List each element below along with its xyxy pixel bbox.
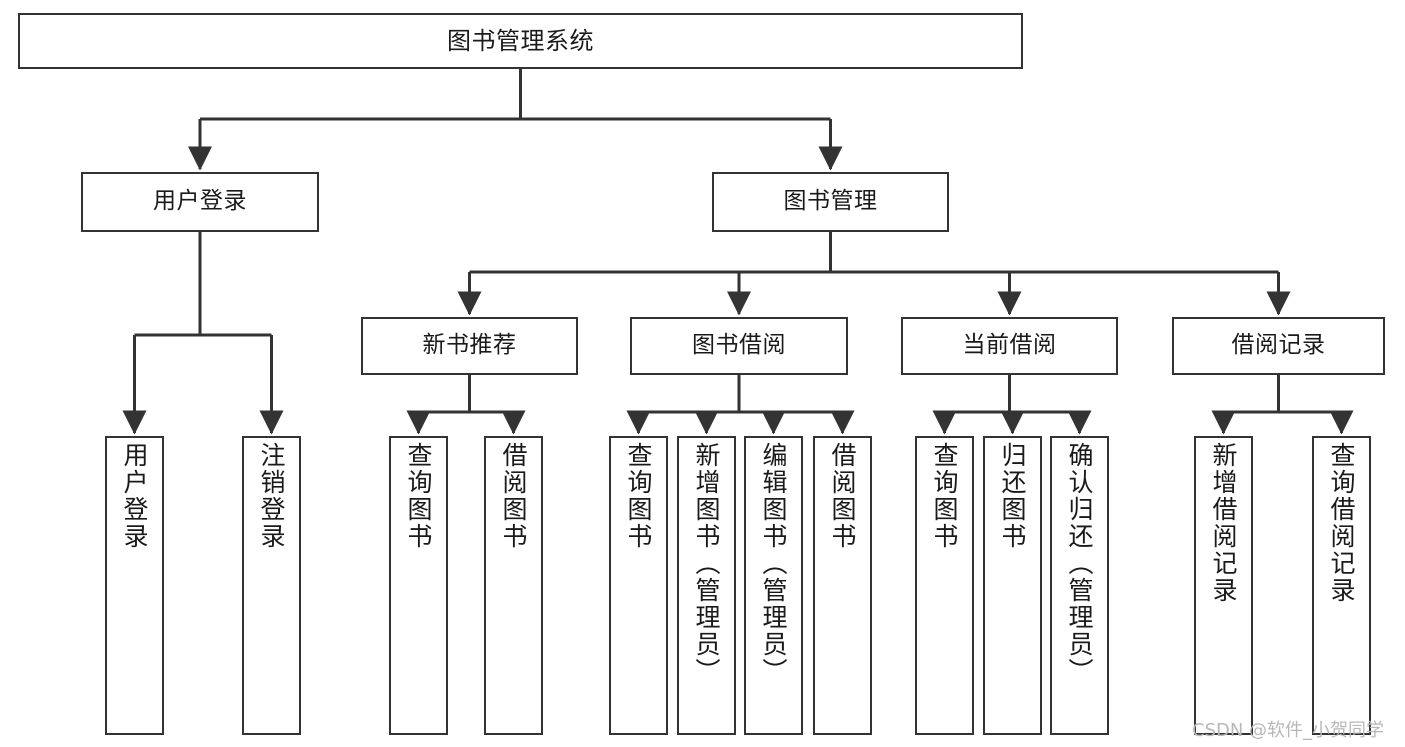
node-label: 新增借阅记录 — [1209, 442, 1238, 604]
node-leaf-add-borrow-record[interactable]: 新增借阅记录 — [1194, 436, 1253, 735]
node-leaf-edit-book-admin[interactable]: 编辑图书（管理员） — [744, 436, 803, 735]
node-label: 图书管理 — [783, 188, 878, 215]
node-leaf-query-book-borrow[interactable]: 查询图书 — [609, 436, 668, 735]
node-leaf-user-logout[interactable]: 注销登录 — [242, 436, 301, 735]
node-leaf-borrow-book-recommend[interactable]: 借阅图书 — [484, 436, 543, 735]
node-book-management[interactable]: 图书管理 — [712, 172, 949, 232]
node-borrowing-record[interactable]: 借阅记录 — [1172, 317, 1385, 375]
node-label: 查询图书 — [624, 442, 653, 550]
node-label: 查询图书 — [404, 442, 433, 550]
node-leaf-add-book-admin[interactable]: 新增图书（管理员） — [677, 436, 736, 735]
node-label: 注销登录 — [257, 442, 286, 550]
node-label: 借阅图书 — [828, 442, 857, 550]
node-new-book-recommendation[interactable]: 新书推荐 — [361, 317, 578, 375]
node-label: 用户登录 — [120, 442, 149, 550]
node-current-borrowing[interactable]: 当前借阅 — [901, 317, 1118, 375]
node-label: 查询图书 — [930, 442, 959, 550]
node-label: 借阅记录 — [1231, 332, 1326, 359]
node-label: 新增图书（管理员） — [692, 442, 721, 685]
node-leaf-query-book-current[interactable]: 查询图书 — [915, 436, 974, 735]
node-label: 查询借阅记录 — [1327, 442, 1356, 604]
node-book-borrowing[interactable]: 图书借阅 — [630, 317, 848, 375]
node-leaf-return-book[interactable]: 归还图书 — [983, 436, 1042, 735]
node-label: 图书管理系统 — [447, 26, 594, 55]
node-label: 当前借阅 — [962, 332, 1057, 359]
node-leaf-confirm-return-admin[interactable]: 确认归还（管理员） — [1050, 436, 1109, 735]
node-label: 新书推荐 — [422, 332, 517, 359]
node-leaf-user-login[interactable]: 用户登录 — [105, 436, 164, 735]
node-user-login[interactable]: 用户登录 — [81, 172, 319, 232]
node-label: 归还图书 — [998, 442, 1027, 550]
node-leaf-query-book-recommend[interactable]: 查询图书 — [389, 436, 448, 735]
node-label: 图书借阅 — [692, 332, 786, 359]
node-leaf-borrow-book[interactable]: 借阅图书 — [813, 436, 872, 735]
node-label: 借阅图书 — [499, 442, 528, 550]
node-label: 确认归还（管理员） — [1065, 442, 1094, 685]
csdn-watermark: CSDN @软件_小贺同学 — [1192, 720, 1385, 741]
node-leaf-query-borrow-record[interactable]: 查询借阅记录 — [1312, 436, 1371, 735]
node-label: 用户登录 — [153, 188, 247, 215]
node-label: 编辑图书（管理员） — [759, 442, 788, 685]
node-root-book-management-system[interactable]: 图书管理系统 — [18, 13, 1023, 69]
